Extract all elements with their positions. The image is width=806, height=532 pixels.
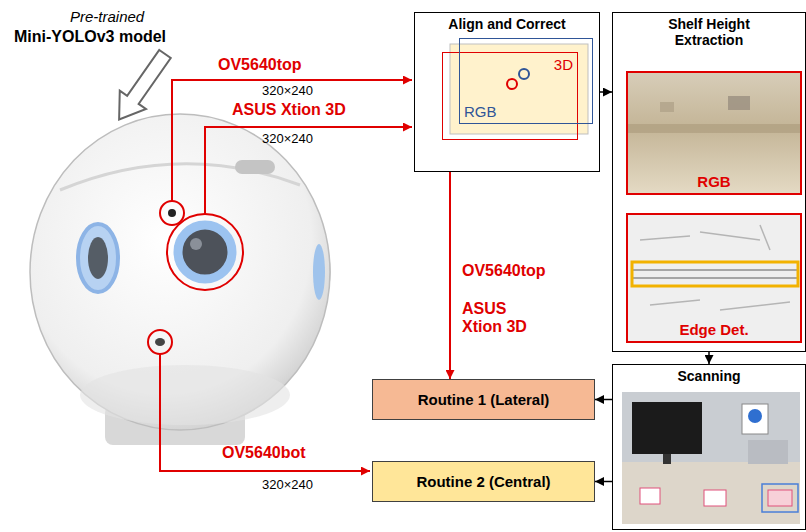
sensor-name: OV5640bot: [222, 444, 306, 462]
resolution: 320×240: [262, 132, 313, 147]
shelf-edge: [628, 124, 801, 133]
robot-head-shell: [30, 114, 330, 430]
robot-chin-shade: [80, 365, 290, 425]
node-title: Edge Det.: [679, 321, 748, 338]
routine-box: Routine 1 (Lateral): [372, 379, 595, 420]
photo-desk: [622, 462, 800, 524]
shelf-highlight: [632, 262, 798, 286]
process-box: RGB Edge Det. Shelf Height Extraction: [612, 12, 806, 352]
routine-label: Routine 2 (Central): [416, 473, 550, 490]
label-holder: ASUS Xtion 3D: [232, 101, 346, 119]
label-holder: ASUS Xtion 3D: [462, 300, 542, 337]
photo-sign-dot: [748, 409, 762, 423]
robot-head: [30, 114, 330, 445]
model-note: Pre-trained: [70, 8, 144, 25]
detection-box: [762, 484, 798, 512]
sensor-callout: [160, 201, 184, 225]
rgb-photo: [628, 73, 801, 194]
photo-ground: [628, 215, 801, 342]
node-title: Align and Correct: [448, 16, 565, 32]
resolution: 320×240: [262, 478, 313, 493]
robot-pupil: [88, 237, 108, 279]
robot-eye: [78, 224, 118, 292]
photo-product: [704, 490, 726, 506]
node-title: 3D: [554, 56, 573, 73]
depth-frame: 3D: [442, 52, 578, 140]
process-box: 3D RGB Align and Correct: [414, 12, 600, 172]
point-marker: [507, 79, 517, 89]
photo-product: [768, 490, 792, 506]
edge-lines: [632, 270, 798, 278]
overlap-area: [450, 44, 588, 134]
signal-wire: [205, 127, 412, 214]
label-holder: 320×240: [262, 132, 313, 147]
flow-arrow: [449, 172, 451, 379]
photo-product: [640, 488, 660, 504]
photo-stand: [663, 454, 671, 464]
signal-wire: [172, 80, 412, 201]
sensor-name: OV5640top: [218, 56, 302, 74]
label-holder: OV5640bot: [222, 444, 306, 462]
signal-wire: [160, 354, 370, 471]
label-holder: OV5640top: [218, 56, 302, 74]
edge-label: OV5640top: [462, 262, 546, 280]
sensor-callout: [148, 330, 172, 354]
flow-arrow: [708, 352, 710, 364]
flow-arrow: [595, 399, 612, 401]
scan-photo: [622, 392, 800, 524]
label-holder: OV5640top: [462, 262, 546, 280]
camera-lens: [168, 209, 176, 217]
image-panel: Edge Det.: [626, 213, 802, 343]
sensor-name: ASUS Xtion 3D: [462, 300, 542, 337]
process-box: Scanning: [612, 364, 806, 530]
label-holder: 320×240: [262, 478, 313, 493]
align-sketch: [450, 44, 588, 134]
resolution: 320×240: [262, 84, 313, 99]
sensor-callout: [167, 214, 243, 290]
robot-ear-light: [313, 244, 325, 300]
edge-image: [628, 215, 801, 342]
label-holder: 320×240: [262, 84, 313, 99]
edge-lines: [640, 225, 790, 310]
routine-label: Routine 1 (Lateral): [418, 391, 550, 408]
photo-laptop: [748, 440, 788, 464]
robot-top-sensor: [235, 160, 275, 174]
point-marker: [519, 69, 529, 79]
node-title: RGB: [697, 173, 730, 190]
photo-object: [728, 96, 750, 110]
node-title: Shelf Height Extraction: [644, 16, 774, 48]
routine-box: Routine 2 (Central): [372, 461, 595, 502]
photo-sign: [742, 404, 768, 434]
photo-wall: [622, 392, 800, 524]
node-title: RGB: [464, 103, 497, 120]
sensor-name: ASUS Xtion 3D: [232, 101, 346, 119]
photo-object: [660, 102, 674, 112]
flow-arrow: [600, 91, 612, 93]
hollow-arrow: [106, 45, 178, 129]
robot-eye: [178, 225, 232, 279]
photo-ground: [628, 73, 801, 194]
photo-monitor: [632, 402, 702, 454]
label-holder: Pre-trained: [70, 8, 144, 25]
rgb-frame: RGB: [459, 38, 593, 124]
model-name: Mini-YOLOv3 model: [14, 28, 166, 46]
node-title: Scanning: [677, 368, 740, 384]
mouth-camera: [155, 338, 165, 346]
flow-arrow: [595, 481, 612, 483]
eye-highlight: [190, 238, 202, 250]
label-holder: Mini-YOLOv3 model: [14, 28, 166, 46]
image-panel: RGB: [626, 71, 802, 195]
